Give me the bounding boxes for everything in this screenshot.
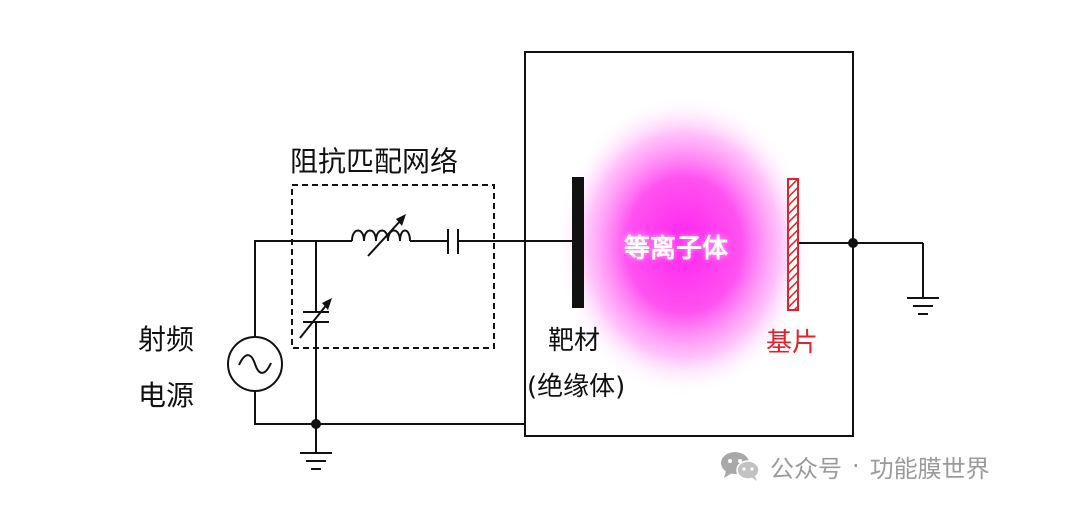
matching-network-label: 阻抗匹配网络 (290, 145, 459, 178)
target-electrode (572, 177, 584, 308)
capacitor-arrow-head (322, 298, 332, 310)
substrate-plate (787, 178, 799, 311)
plasma-glow (556, 95, 812, 395)
watermark-account-name: 功能膜世界 (869, 454, 990, 483)
inductor-arrow-head (396, 214, 406, 226)
circuit-wires (254, 240, 924, 453)
plasma-label: 等离子体 (624, 234, 729, 264)
matching-network-box (291, 184, 495, 349)
junction-dot-ground-left (311, 419, 321, 429)
watermark-account-type: 公众号 (770, 454, 842, 483)
watermark: 公众号 · 功能膜世界 (718, 448, 990, 484)
ground-symbol-left (300, 452, 332, 470)
variable-inductor (351, 229, 411, 242)
target-label: 靶材 (548, 326, 601, 356)
rf-source-label-line1: 射频 (138, 323, 195, 356)
watermark-separator: · (852, 452, 860, 480)
junction-dot-chamber-right (848, 238, 858, 248)
ac-wave-icon (238, 354, 272, 374)
rf-source-label-line2: 电源 (138, 379, 195, 412)
substrate-label: 基片 (766, 328, 819, 358)
wechat-icon (721, 452, 760, 481)
inductor-tuning-arrow (367, 218, 403, 257)
target-note-label: (绝缘体) (527, 372, 626, 402)
ground-symbol-right (907, 297, 939, 315)
capacitor-tuning-arrow (299, 302, 329, 339)
